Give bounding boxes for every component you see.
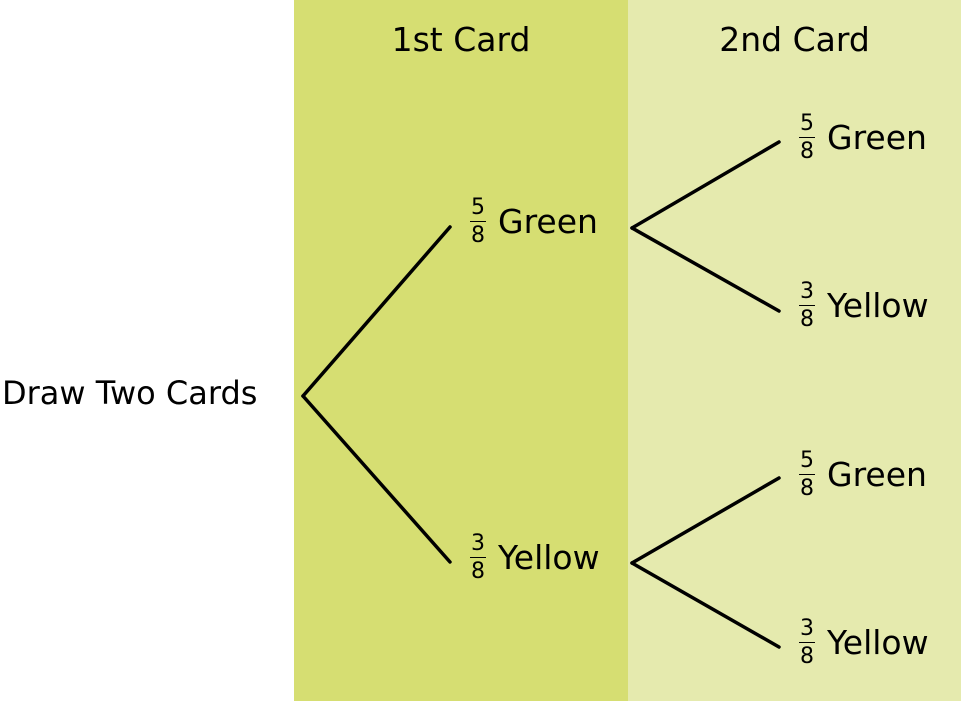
probability-fraction: 5 8: [799, 449, 815, 501]
outcome-label: Green: [827, 455, 927, 494]
fraction-numerator: 5: [471, 195, 485, 220]
fraction-numerator: 5: [800, 111, 814, 136]
second-card-yellow-after-green-node: 3 8 Yellow: [799, 280, 929, 332]
fraction-bar: [799, 642, 815, 643]
second-card-column: [628, 0, 961, 701]
probability-fraction: 3 8: [799, 617, 815, 669]
edge-green-yellow: [630, 226, 781, 313]
probability-fraction: 3 8: [799, 280, 815, 332]
edge-yellow-green: [630, 476, 781, 565]
second-card-green-after-green-node: 5 8 Green: [799, 112, 927, 164]
first-card-column: [294, 0, 628, 701]
fraction-denominator: 8: [471, 223, 485, 248]
fraction-bar: [799, 137, 815, 138]
fraction-numerator: 3: [471, 531, 485, 556]
fraction-denominator: 8: [471, 559, 485, 584]
fraction-bar: [799, 474, 815, 475]
root-label: Draw Two Cards: [2, 374, 258, 412]
first-card-green-node: 5 8 Green: [470, 196, 598, 248]
outcome-label: Yellow: [827, 286, 929, 325]
first-card-yellow-node: 3 8 Yellow: [470, 532, 600, 584]
fraction-denominator: 8: [800, 476, 814, 501]
outcome-label: Yellow: [827, 623, 929, 662]
fraction-bar: [799, 305, 815, 306]
probability-fraction: 5 8: [470, 196, 486, 248]
edge-root-green: [301, 225, 452, 398]
second-card-green-after-yellow-node: 5 8 Green: [799, 449, 927, 501]
fraction-denominator: 8: [800, 139, 814, 164]
fraction-denominator: 8: [800, 644, 814, 669]
fraction-denominator: 8: [800, 307, 814, 332]
probability-fraction: 3 8: [470, 532, 486, 584]
fraction-bar: [470, 557, 486, 558]
second-card-header: 2nd Card: [719, 20, 870, 59]
edge-root-yellow: [301, 394, 452, 564]
fraction-numerator: 3: [800, 616, 814, 641]
outcome-label: Yellow: [498, 538, 600, 577]
probability-fraction: 5 8: [799, 112, 815, 164]
fraction-bar: [470, 221, 486, 222]
second-card-yellow-after-yellow-node: 3 8 Yellow: [799, 617, 929, 669]
outcome-label: Green: [827, 118, 927, 157]
fraction-numerator: 5: [800, 448, 814, 473]
outcome-label: Green: [498, 202, 598, 241]
edge-yellow-yellow: [630, 561, 781, 649]
fraction-numerator: 3: [800, 279, 814, 304]
first-card-header: 1st Card: [391, 20, 531, 59]
edge-green-green: [630, 140, 781, 230]
